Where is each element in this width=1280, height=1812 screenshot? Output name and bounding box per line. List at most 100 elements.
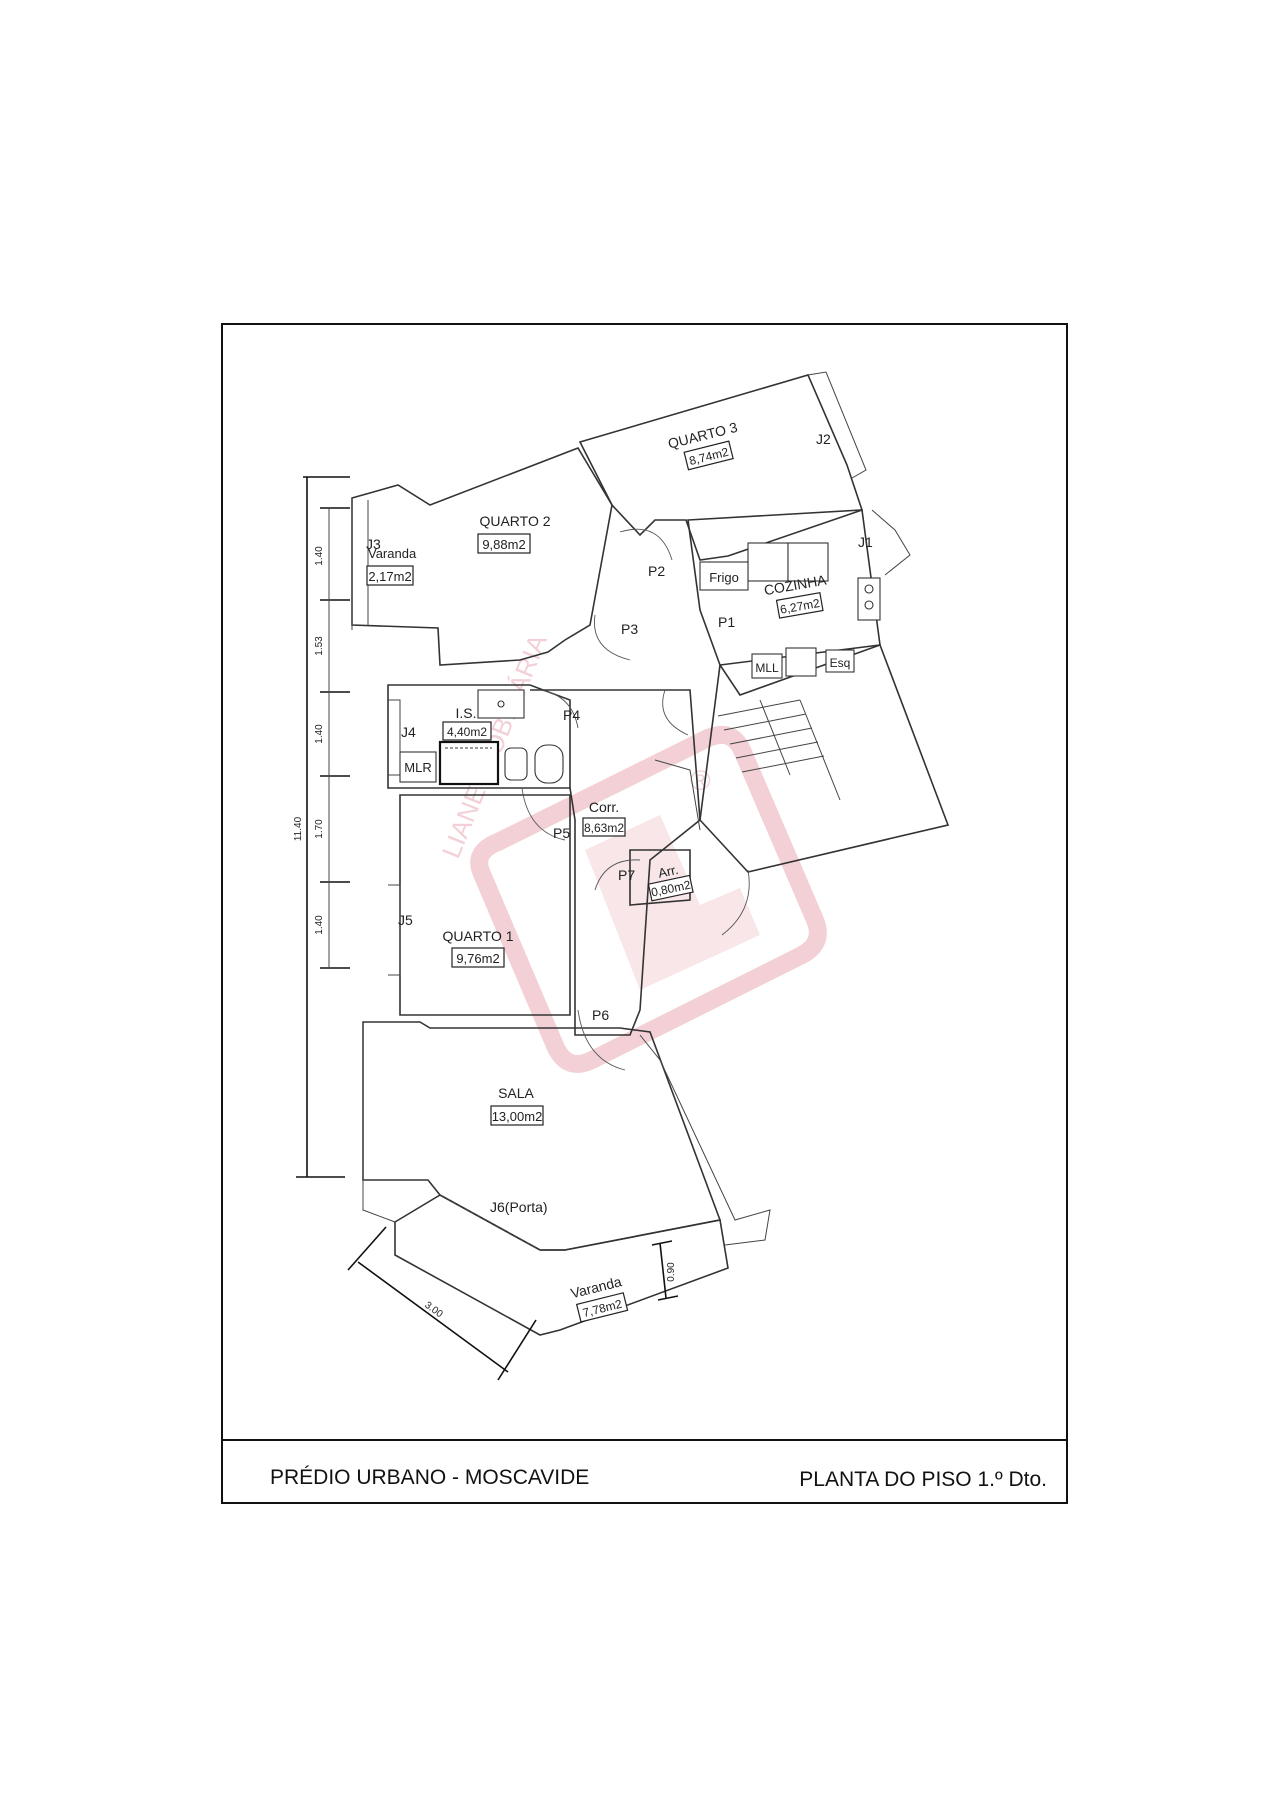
label-p2: P2: [648, 563, 665, 579]
mll-label: MLL: [755, 661, 779, 675]
door-p3-arc: [593, 614, 631, 661]
room-varanda-large-area-box: [575, 1292, 629, 1323]
room-quarto3-area-box: [683, 440, 734, 471]
room-is-area: 4,40m2: [447, 725, 487, 739]
room-quarto1-area-box: [451, 947, 505, 968]
label-p3: P3: [621, 621, 638, 637]
mlr-box: [399, 751, 437, 783]
opening-labels: J1 J2 J3 J4 J5 J6(Porta) P1 P2 P3 P4 P5 …: [366, 431, 873, 1215]
wall-varanda-large: [394, 1194, 729, 1336]
esq-label: Esq: [830, 656, 851, 670]
frigo-box: [699, 561, 749, 591]
room-is-area-box: [442, 721, 492, 741]
kitchen-counter-1: [747, 542, 789, 582]
room-corr-area-box: [582, 817, 626, 837]
balcony-depth-line: [659, 1242, 667, 1299]
wall-corridor: [530, 689, 701, 1036]
dim-total: 11.40: [293, 816, 304, 841]
room-quarto2-area: 9,88m2: [482, 537, 525, 552]
label-j4: J4: [401, 724, 416, 740]
room-sala-area-box: [490, 1105, 544, 1126]
label-j1: J1: [858, 534, 873, 550]
door-p2-arc: [619, 528, 673, 561]
dim-3: 1.40: [314, 724, 325, 744]
dim-balcony-depth: 0.90: [666, 1262, 677, 1282]
room-quarto3: QUARTO 3 8,74m2: [666, 419, 739, 471]
label-p1: P1: [718, 614, 735, 630]
room-cozinha-area: 6,27m2: [779, 596, 821, 617]
label-j6: J6(Porta): [490, 1199, 548, 1215]
room-arr-area-box: [647, 874, 694, 902]
bidet-icon: [504, 747, 528, 781]
wall-j4: [388, 699, 401, 776]
label-p4: P4: [563, 707, 580, 723]
sink-box: [785, 647, 817, 677]
balcony-width-tick: [497, 1319, 537, 1381]
label-p5: P5: [553, 825, 570, 841]
wall-quarto3: [578, 374, 864, 561]
door-p1-arc: [662, 689, 689, 736]
room-cozinha-area-box: [775, 592, 824, 619]
room-sala-name: SALA: [498, 1085, 534, 1101]
dim-2: 1.53: [314, 636, 325, 656]
room-is-name: I.S.: [455, 705, 476, 721]
wall-corridor-stub: [654, 759, 701, 831]
wall-sala-outer: [639, 1034, 771, 1246]
room-varanda-large: Varanda 7,78m2: [569, 1273, 629, 1323]
room-sala-area: 13,00m2: [492, 1109, 543, 1124]
dim-4: 1.70: [314, 819, 325, 839]
door-p5-arc: [521, 787, 566, 841]
wall-cozinha-outer: [871, 509, 911, 576]
wall-sala: [362, 1021, 722, 1251]
wall-is: [387, 684, 571, 789]
room-varanda-small-area: 2,17m2: [368, 569, 411, 584]
balcony-depth-tick: [651, 1240, 673, 1246]
room-varanda-small-area-box: [366, 565, 414, 586]
dim-5: 1.40: [314, 915, 325, 935]
dim-1: 1.40: [314, 546, 325, 566]
kitchen-counter-2: [787, 542, 829, 582]
label-j5: J5: [398, 912, 413, 928]
door-p7-arc: [594, 859, 641, 891]
shower-tray-icon: [438, 740, 500, 786]
wall-cozinha: [687, 509, 881, 696]
kitchen-fixtures: Frigo MLL Esq: [699, 542, 881, 679]
frigo-label: Frigo: [709, 570, 739, 585]
footer-right-title: PLANTA DO PISO 1.º Dto.: [799, 1468, 1047, 1491]
balcony-width-line: [357, 1261, 509, 1373]
toilet-icon: [534, 744, 564, 784]
mlr-label: MLR: [404, 760, 431, 775]
room-arr-name: Arr.: [657, 862, 680, 881]
stove-burner-icon: [864, 584, 874, 594]
wall-stairs: [699, 644, 950, 873]
stairs: [717, 699, 841, 801]
watermark-shape: [470, 726, 827, 1073]
room-varanda-small-name: Varanda: [368, 546, 417, 561]
floor-plan-walls: [351, 371, 950, 1336]
door-p4-arc: [539, 689, 579, 729]
room-quarto1-area: 9,76m2: [456, 951, 499, 966]
wall-j5: [388, 884, 401, 976]
label-j3: J3: [366, 536, 381, 552]
room-quarto2-area-box: [477, 533, 531, 554]
room-labels: QUARTO 3 8,74m2 QUARTO 2 9,88m2 Varanda …: [366, 419, 828, 1323]
label-j2: J2: [816, 431, 831, 447]
room-cozinha: COZINHA 6,27m2: [763, 571, 828, 619]
bathroom-fixtures: MLR: [399, 689, 564, 786]
balcony-width-dimension: 3.00: [347, 1226, 537, 1381]
watermark-mark: [585, 815, 760, 990]
mll-box: [751, 653, 783, 679]
door-swings: [521, 528, 750, 1071]
washbasin-drain-icon: [497, 700, 505, 708]
wall-arr: [629, 849, 691, 906]
wall-quarto3-outer: [807, 371, 867, 479]
balcony-width-tick: [347, 1226, 387, 1271]
room-quarto2-name: QUARTO 2: [479, 513, 550, 529]
balcony-depth-tick: [657, 1295, 679, 1301]
room-arr: Arr. 0,80m2: [647, 862, 694, 902]
wall-quarto2: [351, 447, 613, 666]
room-quarto1-name: QUARTO 1: [442, 928, 513, 944]
stove-burner-icon: [864, 600, 874, 610]
label-p7: P7: [618, 867, 635, 883]
